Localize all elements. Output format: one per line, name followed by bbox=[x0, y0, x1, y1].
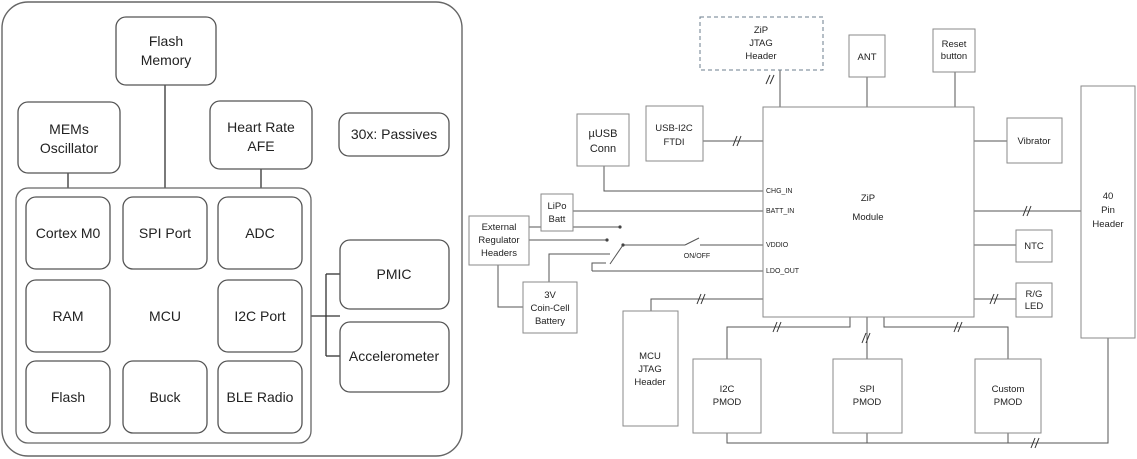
pin-vddio: VDDIO bbox=[766, 242, 789, 249]
mcu-jtag-header-label: Header bbox=[634, 377, 665, 388]
flash-box bbox=[25, 360, 111, 434]
coin-cell-battery-label: Coin-Cell bbox=[530, 303, 569, 314]
dev-board-diagram: ZiP JTAG Header ANT Reset button µUSB Co… bbox=[468, 16, 1136, 449]
rg-led-label: LED bbox=[1025, 301, 1044, 312]
custom-pmod-box bbox=[974, 358, 1042, 434]
external-regulator-headers-box bbox=[468, 215, 530, 266]
i2c-port-box bbox=[217, 279, 303, 353]
zip-jtag-header-label: ZiP bbox=[754, 25, 768, 36]
pin-batt-in: BATT_IN bbox=[766, 208, 794, 215]
lipo-batt-box bbox=[540, 193, 574, 232]
zip-module-label: ZiP bbox=[861, 193, 875, 204]
pmic-box bbox=[339, 239, 450, 310]
lipo-batt-label: Batt bbox=[549, 214, 566, 225]
coin-cell-battery-label: Battery bbox=[535, 316, 565, 327]
i2c-pmod-label: I2C bbox=[720, 384, 735, 395]
spi-pmod-label: PMOD bbox=[853, 397, 882, 408]
usb-conn-label: Conn bbox=[590, 143, 616, 155]
spi-port-box bbox=[122, 196, 208, 270]
ram-box bbox=[25, 279, 111, 353]
mcu-jtag-header-box bbox=[622, 310, 679, 427]
spi-port-label: SPI Port bbox=[139, 225, 191, 241]
i2c-port-label: I2C Port bbox=[234, 308, 285, 324]
reset-button-box bbox=[932, 28, 976, 73]
mcu-label: MCU bbox=[149, 308, 181, 324]
ntc-label: NTC bbox=[1024, 241, 1044, 252]
ble-radio-label: BLE Radio bbox=[227, 389, 294, 405]
ram-label: RAM bbox=[52, 308, 83, 324]
on-off-label: ON/OFF bbox=[684, 253, 710, 260]
line-break-marks bbox=[696, 74, 1040, 449]
pin-header-label: Header bbox=[1092, 219, 1123, 230]
external-regulator-headers-label: Regulator bbox=[478, 235, 519, 246]
flash-label: Flash bbox=[51, 389, 85, 405]
accelerometer-box bbox=[339, 321, 450, 393]
heart-rate-afe-label: AFE bbox=[247, 138, 274, 154]
wearable-system-diagram: Flash Memory MEMs Oscillator Heart Rate … bbox=[1, 1, 463, 457]
rg-led-box bbox=[1015, 282, 1053, 318]
pin-chg-in: CHG_IN bbox=[766, 188, 792, 195]
pin-ldo-out: LDO_OUT bbox=[766, 268, 800, 275]
adc-label: ADC bbox=[245, 225, 275, 241]
rg-led-label: R/G bbox=[1026, 289, 1043, 300]
mems-oscillator-box bbox=[17, 101, 121, 174]
external-regulator-headers-label: External bbox=[482, 222, 517, 233]
spi-pmod-box bbox=[832, 358, 903, 434]
cortex-m0-box bbox=[25, 196, 111, 270]
pin-header-label: Pin bbox=[1101, 205, 1115, 216]
flash-memory-box bbox=[115, 16, 217, 86]
passives-box bbox=[338, 112, 450, 157]
custom-pmod-label: Custom bbox=[992, 384, 1025, 395]
zip-jtag-header-label: Header bbox=[745, 51, 776, 62]
heart-rate-afe-box bbox=[209, 100, 313, 170]
on-off-switch-icon bbox=[684, 237, 700, 246]
mcu-jtag-header-label: JTAG bbox=[638, 364, 662, 375]
custom-pmod-label: PMOD bbox=[994, 397, 1023, 408]
lipo-batt-label: LiPo bbox=[547, 201, 566, 212]
mcu-jtag-header-label: MCU bbox=[639, 351, 661, 362]
cortex-m0-label: Cortex M0 bbox=[36, 225, 101, 241]
mems-oscillator-label: Oscillator bbox=[40, 140, 99, 156]
usb-conn-label: µUSB bbox=[589, 128, 618, 140]
reset-button-label: Reset bbox=[942, 39, 967, 50]
passives-label: 30x: Passives bbox=[351, 126, 437, 142]
vibrator-box bbox=[1006, 117, 1063, 164]
pin-header-label: 40 bbox=[1103, 191, 1114, 202]
flash-memory-label: Flash bbox=[149, 33, 183, 49]
usb-i2c-ftdi-label: USB-I2C bbox=[655, 123, 693, 134]
zip-module-label: Module bbox=[852, 212, 883, 223]
adc-box bbox=[217, 196, 303, 270]
reset-button-label: button bbox=[941, 51, 967, 62]
heart-rate-afe-label: Heart Rate bbox=[227, 119, 295, 135]
ble-radio-box bbox=[217, 360, 303, 434]
buck-box bbox=[122, 360, 208, 434]
usb-conn-box bbox=[576, 113, 630, 167]
switch-contact bbox=[605, 238, 609, 242]
switch-contact bbox=[621, 243, 625, 247]
pmic-label: PMIC bbox=[377, 266, 412, 282]
zip-jtag-header-label: JTAG bbox=[749, 38, 773, 49]
usb-i2c-ftdi-label: FTDI bbox=[663, 137, 684, 148]
zip-module-box bbox=[762, 106, 975, 318]
external-regulator-headers-label: Headers bbox=[481, 248, 517, 259]
ntc-box bbox=[1015, 229, 1053, 263]
ant-box bbox=[848, 34, 886, 78]
flash-memory-label: Memory bbox=[141, 52, 192, 68]
accelerometer-label: Accelerometer bbox=[349, 348, 440, 364]
zip-jtag-header-box bbox=[699, 16, 824, 71]
mems-oscillator-label: MEMs bbox=[49, 121, 89, 137]
usb-i2c-ftdi-box bbox=[645, 105, 704, 162]
spi-pmod-label: SPI bbox=[859, 384, 874, 395]
i2c-pmod-box bbox=[692, 358, 762, 434]
coin-cell-battery-label: 3V bbox=[544, 290, 556, 301]
pin-header-box bbox=[1080, 85, 1136, 339]
ant-label: ANT bbox=[858, 52, 877, 63]
vibrator-label: Vibrator bbox=[1017, 136, 1050, 147]
coin-cell-battery-box bbox=[522, 281, 578, 334]
i2c-pmod-label: PMOD bbox=[713, 397, 742, 408]
buck-label: Buck bbox=[149, 389, 181, 405]
switch-contact bbox=[618, 225, 622, 229]
